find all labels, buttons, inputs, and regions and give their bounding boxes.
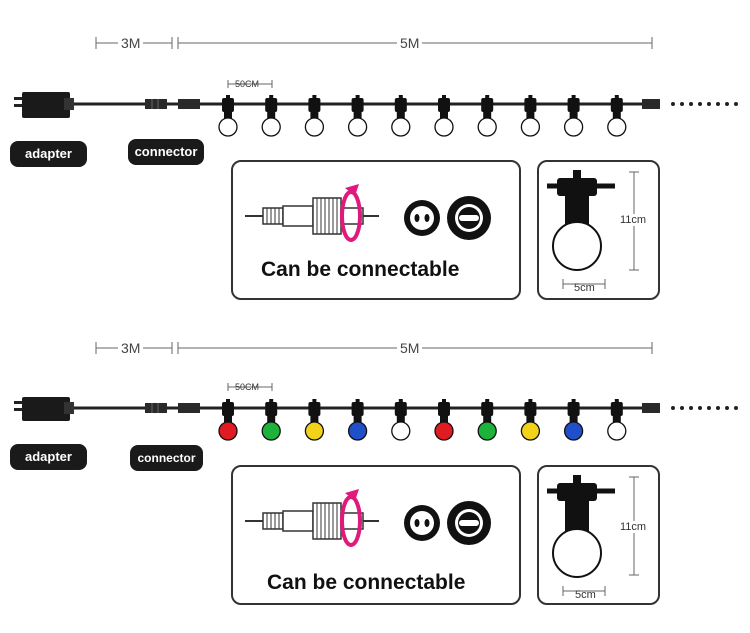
cable-diagram bbox=[14, 342, 738, 441]
connector-label: connector bbox=[128, 139, 204, 165]
bulb-size-illustration bbox=[547, 170, 639, 289]
bulb-icon bbox=[520, 399, 541, 441]
bulb-icon bbox=[607, 95, 627, 137]
adapter-label: adapter bbox=[10, 141, 87, 167]
socket-two-pin-icon bbox=[404, 505, 440, 541]
continuation-dots-icon bbox=[671, 406, 738, 410]
connector-label: connector bbox=[130, 445, 203, 471]
rotate-arrow-icon bbox=[340, 184, 362, 242]
bulb-icon bbox=[261, 95, 281, 137]
bulb-icon bbox=[347, 399, 368, 441]
bulb-icon bbox=[563, 95, 584, 137]
connectable-box: Can be connectable bbox=[231, 160, 521, 300]
connection-illustration bbox=[245, 489, 491, 547]
plug-icon bbox=[245, 502, 379, 540]
bulb-icon bbox=[391, 399, 411, 441]
bulb-height-label: 11cm bbox=[620, 214, 647, 226]
bulb-icon bbox=[218, 399, 238, 441]
end-cap-icon bbox=[642, 403, 660, 413]
string-length-label: 5M bbox=[397, 340, 423, 356]
bulb-icon bbox=[391, 95, 411, 137]
bulb-icon bbox=[607, 399, 627, 441]
continuation-dots-icon bbox=[671, 102, 738, 106]
rotate-arrow-icon bbox=[340, 489, 362, 547]
connector-icon bbox=[145, 99, 200, 109]
adapter-label: adapter bbox=[10, 444, 87, 470]
bulb-width-label: 5cm bbox=[575, 589, 596, 601]
socket-round-icon bbox=[447, 501, 491, 545]
bulb-icon bbox=[347, 95, 368, 137]
bulb-icon bbox=[520, 95, 541, 137]
cable-diagram bbox=[14, 37, 738, 137]
bulb-socket-icon bbox=[547, 170, 615, 226]
adapter-icon bbox=[14, 92, 74, 118]
connectable-caption: Can be connectable bbox=[261, 258, 460, 281]
string-light-panel-color: 3M 5M 50CM adapter connector bbox=[0, 305, 750, 615]
bulb-row bbox=[218, 399, 627, 441]
cable-length-label: 3M bbox=[118, 35, 144, 51]
bulb-icon bbox=[477, 95, 497, 137]
bulb-icon bbox=[563, 399, 584, 441]
bulb-size-box: 11cm 5cm bbox=[537, 160, 660, 300]
connectable-box: Can be connectable bbox=[231, 465, 521, 605]
connector-icon bbox=[145, 403, 200, 413]
bulb-icon bbox=[261, 399, 281, 441]
bulb-icon bbox=[304, 399, 325, 441]
connectable-caption: Can be connectable bbox=[267, 571, 466, 594]
bulb-globe-icon bbox=[552, 221, 602, 271]
bulb-height-label: 11cm bbox=[620, 521, 647, 533]
socket-two-pin-icon bbox=[404, 200, 440, 236]
bulb-icon bbox=[477, 399, 497, 441]
bulb-row bbox=[218, 95, 627, 137]
string-length-label: 5M bbox=[397, 35, 423, 51]
bulb-icon bbox=[434, 95, 454, 137]
bulb-icon bbox=[304, 95, 325, 137]
bulb-icon bbox=[218, 95, 238, 137]
bulb-socket-icon bbox=[547, 475, 615, 531]
bulb-spacing-label: 50CM bbox=[235, 382, 260, 392]
bulb-width-label: 5cm bbox=[574, 282, 595, 294]
connection-illustration bbox=[245, 184, 491, 242]
bulb-size-box: 11cm 5cm bbox=[537, 465, 660, 605]
bulb-size-illustration bbox=[547, 475, 639, 596]
bulb-spacing-label: 50CM bbox=[235, 79, 260, 89]
cable-length-label: 3M bbox=[118, 340, 144, 356]
end-cap-icon bbox=[642, 99, 660, 109]
dimension-lines bbox=[95, 342, 653, 391]
plug-icon bbox=[245, 197, 379, 235]
adapter-icon bbox=[14, 397, 74, 421]
string-light-panel-white: 3M 5M 50CM adapter connector bbox=[0, 0, 750, 310]
bulb-globe-icon bbox=[552, 528, 602, 578]
bulb-icon bbox=[434, 399, 454, 441]
dimension-lines bbox=[95, 37, 653, 88]
socket-round-icon bbox=[447, 196, 491, 240]
